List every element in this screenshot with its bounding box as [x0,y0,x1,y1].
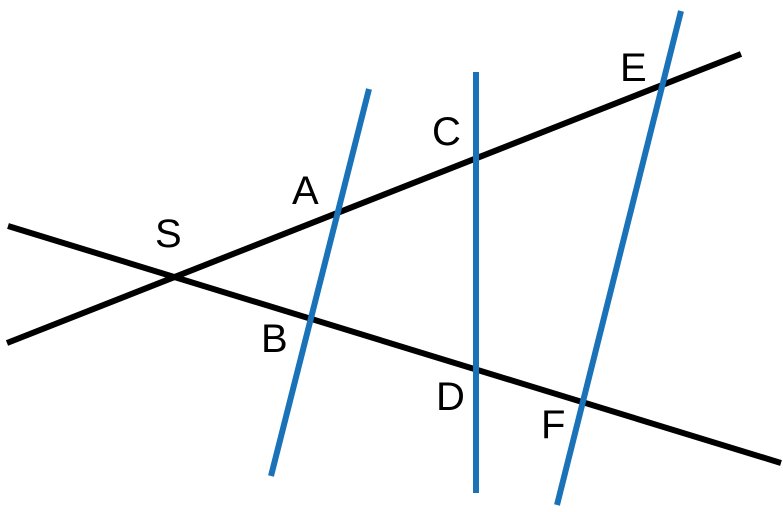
ray-through-b-d-f [7,223,782,466]
label-e: E [620,46,647,90]
label-a: A [292,169,319,213]
parallel-line-ef [554,10,684,506]
parallel-line-ab [268,88,372,477]
label-c: C [432,110,461,154]
label-d: D [436,375,465,419]
label-b: B [261,317,288,361]
label-f: F [541,403,565,447]
ray-through-a-c-e [5,51,743,346]
label-s: S [155,212,182,256]
